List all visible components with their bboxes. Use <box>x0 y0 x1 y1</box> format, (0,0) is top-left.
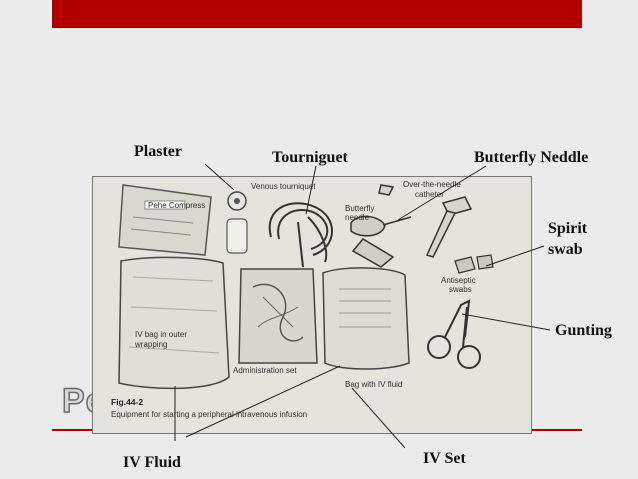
equipment-illustration: Pehe Compress Venous tourniquet <box>111 180 494 419</box>
label-plaster: Plaster <box>134 143 182 160</box>
caption-otn-1: Over-the-needle <box>403 180 461 189</box>
label-iv-set: IV Set <box>423 450 466 467</box>
caption-antiseptic-1: Antiseptic <box>441 276 476 285</box>
figure-caption: Equipment for starting a peripheral intr… <box>111 410 307 419</box>
caption-iv-bag-1: IV bag in outer <box>135 330 187 339</box>
iv-fluid-bag: Bag with IV fluid <box>322 267 410 389</box>
label-iv-fluid: IV Fluid <box>123 454 181 471</box>
tourniquet-coil <box>268 202 333 268</box>
iv-bag-wrapped: IV bag in outer wrapping <box>118 256 230 390</box>
administration-set-pack: Administration set <box>233 268 318 375</box>
antiseptic-swabs: Antiseptic swabs <box>441 254 494 294</box>
box-brand-text: Pehe Compress <box>148 201 205 210</box>
label-tourniquet: Tourniguet <box>272 149 348 166</box>
plaster-box: Pehe Compress <box>118 184 212 256</box>
label-spirit-swab-line2: swab <box>548 241 583 258</box>
equipment-photo: Pehe Compress Venous tourniquet <box>92 176 532 434</box>
caption-iv-bag-2: wrapping <box>134 340 167 349</box>
caption-antiseptic-2: swabs <box>449 285 472 294</box>
caption-otn-2: catheter <box>415 190 444 199</box>
header-bar <box>52 0 582 27</box>
label-spirit-swab-line1: Spirit <box>548 220 588 237</box>
caption-butterfly-2: needle <box>345 213 370 222</box>
plaster-rolls <box>226 191 248 254</box>
caption-administration-set: Administration set <box>233 366 297 375</box>
caption-butterfly-1: Butterfly <box>345 204 374 213</box>
scissors <box>427 299 481 369</box>
label-butterfly-needle: Butterfly Neddle <box>474 149 589 166</box>
caption-bag-iv-fluid: Bag with IV fluid <box>345 380 402 389</box>
butterfly-needle: Butterfly needle <box>345 204 412 268</box>
over-the-needle-catheter: Over-the-needle catheter <box>378 180 473 258</box>
label-gunting: Gunting <box>555 322 612 339</box>
header-divider <box>52 27 582 28</box>
caption-venous-tourniquet: Venous tourniquet <box>251 182 316 191</box>
figure-number: Fig.44-2 <box>111 397 143 407</box>
